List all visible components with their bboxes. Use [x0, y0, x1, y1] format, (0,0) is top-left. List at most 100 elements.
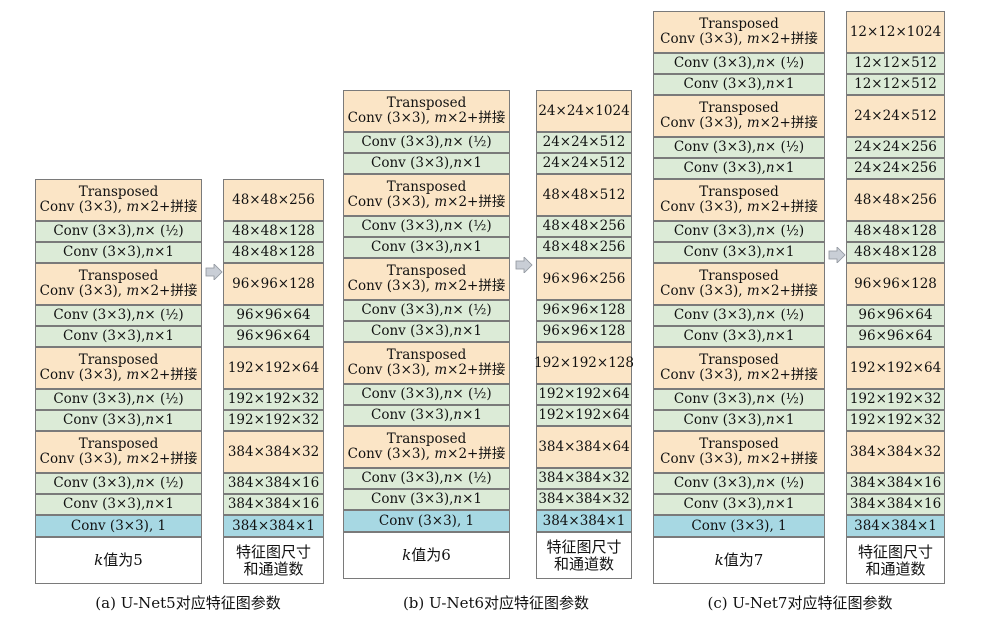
text: ×1 [154, 496, 174, 512]
text: Conv (3×3), [683, 496, 766, 512]
layer-label-line2: Conv (3×3), m×2+拼接 [348, 195, 506, 210]
conv-layer-half: Conv (3×3), n× (½) [35, 305, 202, 326]
text: Conv (3×3), [53, 391, 136, 407]
text: × (½) [144, 475, 184, 491]
text: Conv (3×3), [371, 239, 454, 255]
conv-layer-one: Conv (3×3), n×1 [653, 158, 825, 179]
text: Conv (3×3), [347, 110, 435, 126]
feature-size-cell: 48×48×128 [846, 242, 945, 263]
text: Conv (3×3), [660, 199, 747, 215]
conv-layer-one: Conv (3×3), n×1 [653, 410, 825, 431]
text: ×2+拼接 [139, 367, 198, 383]
text: ×1 [774, 244, 795, 260]
feature-size-cell: 192×192×32 [846, 410, 945, 431]
feature-size-cell: 192×192×64 [536, 405, 632, 426]
text: ×2+拼接 [759, 367, 818, 383]
conv-layer-half: Conv (3×3), n× (½) [35, 389, 202, 410]
layer-label-line1: Transposed [386, 263, 467, 279]
feature-size-cell: 384×384×32 [223, 431, 324, 473]
conv-layer-one: Conv (3×3), n×1 [653, 242, 825, 263]
text: ×2+拼接 [139, 199, 198, 215]
conv-layer-half: Conv (3×3), n× (½) [343, 132, 510, 153]
text: × (½) [452, 218, 492, 234]
text: × (½) [144, 307, 184, 323]
text: ×1 [774, 76, 795, 92]
conv-layer-half: Conv (3×3), n× (½) [653, 137, 825, 158]
feature-size-cell: 24×24×256 [846, 158, 945, 179]
text: × (½) [764, 475, 805, 491]
final-conv-layer: Conv (3×3), 1 [35, 515, 202, 537]
variable-m: m [746, 31, 760, 47]
arrow-shape [205, 264, 223, 280]
feature-size-cell: 24×24×512 [536, 153, 632, 174]
right-arrow-icon [205, 264, 223, 280]
conv-layer-one: Conv (3×3), n×1 [343, 405, 510, 426]
text: Conv (3×3), [660, 283, 747, 299]
k-value-text: 值为5 [103, 551, 143, 569]
conv-layer-one: Conv (3×3), n×1 [35, 242, 202, 263]
text: ×2+拼接 [447, 194, 506, 210]
variable-n: n [135, 223, 145, 239]
conv-layer-one: Conv (3×3), n×1 [343, 237, 510, 258]
conv-layer-half: Conv (3×3), n× (½) [343, 216, 510, 237]
text: ×1 [462, 491, 482, 507]
feature-label-line1: 特征图尺寸 [857, 542, 933, 561]
conv-layer-half: Conv (3×3), n× (½) [343, 384, 510, 405]
feature-size-cell: 192×192×64 [536, 384, 632, 405]
feature-size-cell: 12×12×512 [846, 74, 945, 95]
right-arrow-icon [828, 247, 846, 263]
conv-layer-half: Conv (3×3), n× (½) [653, 221, 825, 242]
panel-caption: (c) U-Net7对应特征图参数 [707, 594, 893, 612]
variable-n: n [145, 412, 155, 428]
feature-size-cell: 96×96×64 [223, 305, 324, 326]
variable-m: m [434, 194, 448, 210]
variable-n: n [756, 223, 765, 239]
text: × (½) [764, 223, 805, 239]
text: × (½) [764, 391, 805, 407]
feature-size-cell: 48×48×128 [223, 221, 324, 242]
variable-m: m [434, 110, 448, 126]
text: × (½) [452, 302, 492, 318]
layer-label-line2: Conv (3×3), m×2+拼接 [40, 284, 198, 299]
text: ×1 [774, 328, 795, 344]
layer-label-line1: Transposed [699, 100, 779, 116]
text: × (½) [144, 223, 184, 239]
variable-m: m [434, 362, 448, 378]
text: ×1 [462, 407, 482, 423]
feature-label-line1: 特征图尺寸 [235, 542, 311, 561]
layer-label-line1: Transposed [386, 347, 467, 363]
feature-size-cell: 24×24×512 [846, 95, 945, 137]
variable-k: k [94, 551, 104, 569]
final-conv-layer: Conv (3×3), 1 [653, 515, 825, 537]
feature-size-cell: 384×384×16 [223, 494, 324, 515]
panel-caption: (b) U-Net6对应特征图参数 [402, 594, 590, 612]
conv-layer-half: Conv (3×3), n× (½) [653, 389, 825, 410]
conv-layer-one: Conv (3×3), n×1 [343, 489, 510, 510]
variable-n: n [135, 307, 145, 323]
arrow-shape [828, 247, 846, 263]
feature-size-cell: 48×48×256 [536, 216, 632, 237]
variable-n: n [756, 307, 765, 323]
feature-size-cell: 12×12×512 [846, 53, 945, 74]
text: × (½) [452, 386, 492, 402]
variable-m: m [746, 199, 760, 215]
text: × (½) [764, 139, 805, 155]
text: × (½) [764, 307, 805, 323]
layer-label-line2: Conv (3×3), m×2+拼接 [660, 368, 818, 383]
feature-size-cell: 96×96×64 [223, 326, 324, 347]
variable-n: n [453, 323, 463, 339]
feature-size-cell: 192×192×64 [223, 347, 324, 389]
variable-n: n [145, 244, 155, 260]
variable-k: k [402, 546, 412, 564]
text: ×1 [154, 412, 174, 428]
conv-layer-half: Conv (3×3), n× (½) [35, 473, 202, 494]
